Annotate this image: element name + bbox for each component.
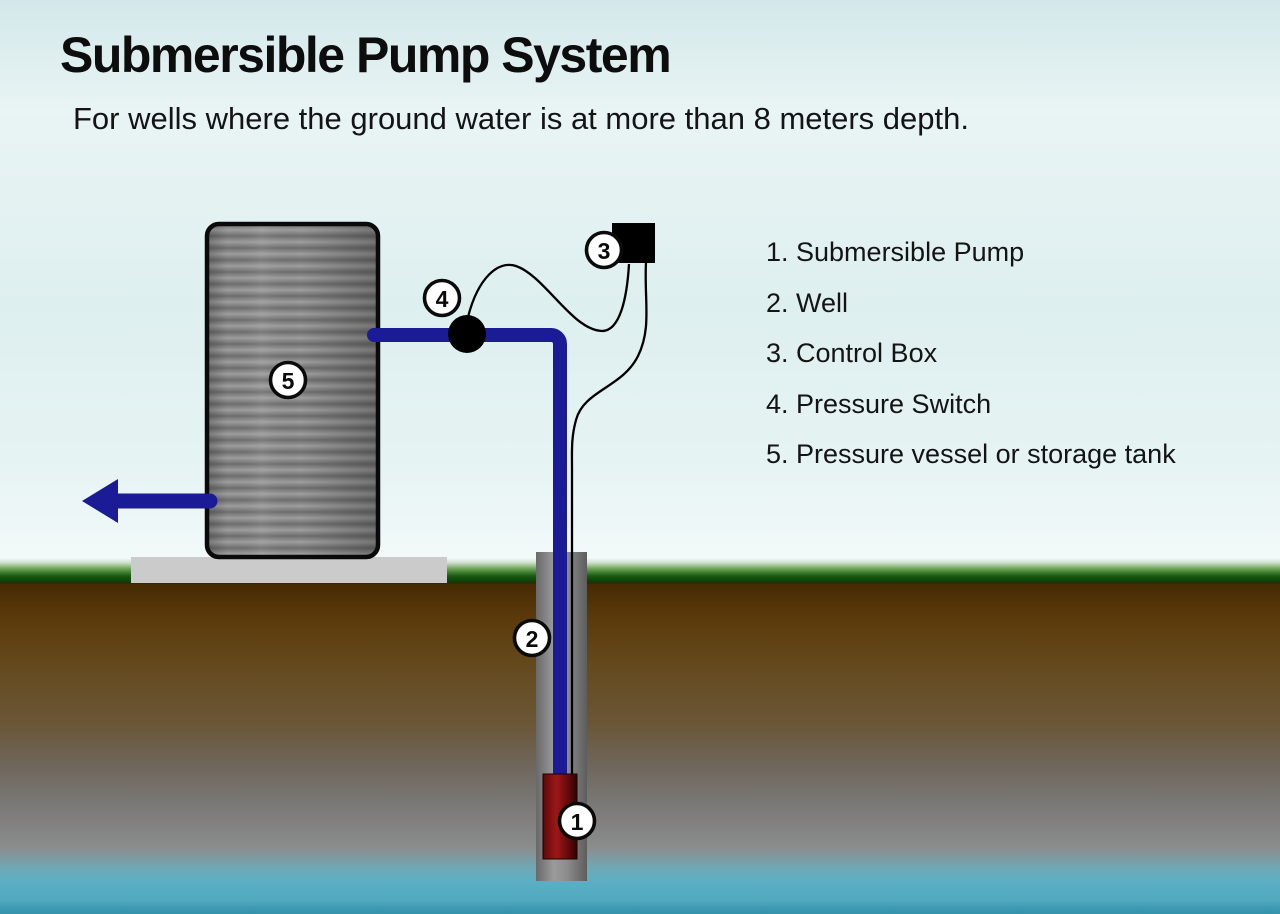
marker-4-circle <box>422 278 462 318</box>
legend-item-pressure-vessel: 5. Pressure vessel or storage tank <box>766 439 1176 470</box>
subtitle: For wells where the ground water is at m… <box>73 101 969 136</box>
legend: 1. Submersible Pump 2. Well 3. Control B… <box>766 227 1176 480</box>
marker-3-circle <box>584 230 624 270</box>
outflow-arrow <box>82 479 218 523</box>
marker-1-number: 1 <box>571 809 584 835</box>
marker-1-circle <box>557 801 597 841</box>
legend-item-control-box: 3. Control Box <box>766 338 938 369</box>
supply-pipe <box>367 328 567 787</box>
wire-switch-to-control-box <box>466 263 631 333</box>
marker-4-number: 4 <box>436 286 449 312</box>
legend-item-well: 2. Well <box>766 287 849 318</box>
marker-2-circle <box>512 618 552 658</box>
soil-and-water-ground <box>0 584 1280 914</box>
marker-3-control-box: 3 <box>584 230 624 270</box>
pressure-switch <box>448 315 486 353</box>
marker-4-pressure-switch: 4 <box>422 278 462 318</box>
marker-2-number: 2 <box>526 626 539 652</box>
legend-item-pressure-switch: 4. Pressure Switch <box>766 388 992 419</box>
marker-3-number: 3 <box>598 238 611 264</box>
marker-5-circle <box>268 360 308 400</box>
tank-platform <box>131 557 447 583</box>
marker-1-submersible-pump: 1 <box>557 801 597 841</box>
outflow-arrow-head <box>82 479 118 523</box>
wire-control-box-to-pump <box>570 261 648 778</box>
marker-2-well: 2 <box>512 618 552 658</box>
marker-5-storage-tank: 5 <box>268 360 308 400</box>
marker-5-number: 5 <box>282 368 295 394</box>
page-title: Submersible Pump System <box>60 27 672 83</box>
legend-item-submersible-pump: 1. Submersible Pump <box>766 237 1025 267</box>
